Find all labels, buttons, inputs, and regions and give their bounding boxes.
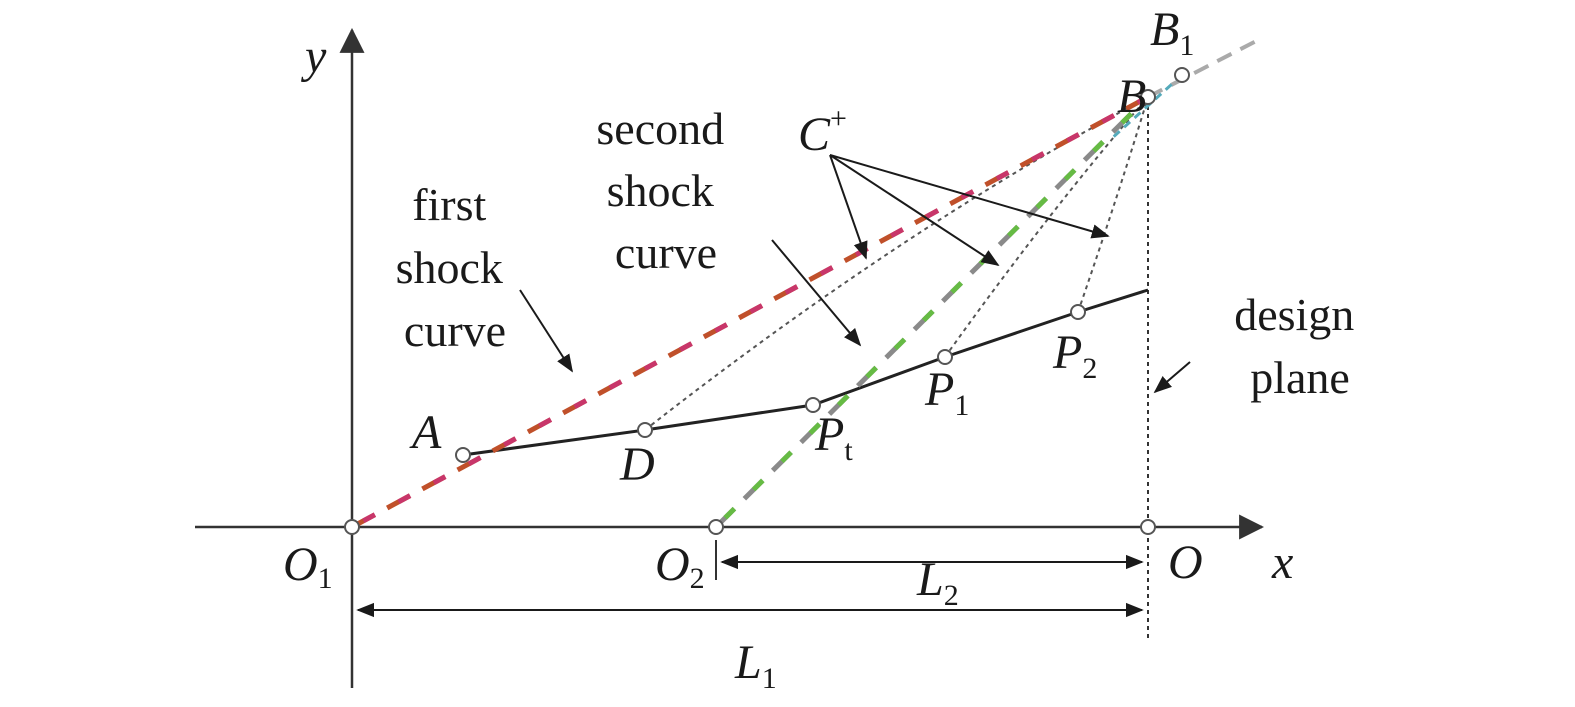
- label-p1: P1: [924, 363, 969, 422]
- c-plus-pointer-3: [829, 154, 1110, 239]
- point-o-marker: [1140, 519, 1156, 535]
- x-axis-label: x: [1271, 536, 1293, 589]
- design-plane-pointer: [1153, 361, 1191, 394]
- second-shock-pointer: [771, 239, 862, 347]
- first-shock-label: first shock curve: [396, 179, 515, 356]
- b1-connection: [1108, 73, 1184, 142]
- characteristic-from-p2: [1077, 96, 1149, 313]
- point-markers: [344, 67, 1190, 535]
- label-a: A: [409, 406, 442, 459]
- label-o: O: [1168, 536, 1203, 589]
- label-o2: O2: [655, 538, 705, 595]
- characteristic-from-p1: [944, 96, 1149, 358]
- label-b1: B1: [1150, 3, 1194, 62]
- body-surface: [462, 288, 1149, 457]
- characteristic-from-d: [644, 96, 1149, 431]
- c-plus-pointer-1: [829, 154, 868, 260]
- shock-extension: [1147, 36, 1263, 99]
- first-shock-pointer: [519, 289, 573, 373]
- pointer-arrows: [519, 154, 1191, 394]
- point-d-marker: [637, 422, 653, 438]
- point-b-marker: [1140, 89, 1156, 105]
- first-shock-curve: [350, 94, 1150, 530]
- label-l1: L1: [734, 636, 777, 695]
- characteristic-lines: [644, 96, 1149, 431]
- point-p1-marker: [937, 349, 953, 365]
- second-shock-label: second shock curve: [596, 103, 735, 278]
- point-o2-marker: [708, 519, 724, 535]
- point-b1-marker: [1174, 67, 1190, 83]
- label-b: B: [1117, 70, 1146, 123]
- design-plane-label: design plane: [1234, 289, 1366, 403]
- point-pt-marker: [805, 397, 821, 413]
- label-pt: Pt: [814, 408, 853, 467]
- point-p2-marker: [1070, 304, 1086, 320]
- label-p2: P2: [1052, 326, 1097, 385]
- label-c-plus: C+: [798, 102, 847, 161]
- y-axis-label: y: [300, 30, 327, 83]
- point-a-marker: [455, 447, 471, 463]
- label-d: D: [619, 438, 655, 491]
- c-plus-pointer-2: [829, 154, 1000, 266]
- label-o1: O1: [283, 538, 333, 595]
- second-shock-curve: [714, 95, 1150, 529]
- point-o1-marker: [344, 519, 360, 535]
- label-l2: L2: [916, 553, 959, 612]
